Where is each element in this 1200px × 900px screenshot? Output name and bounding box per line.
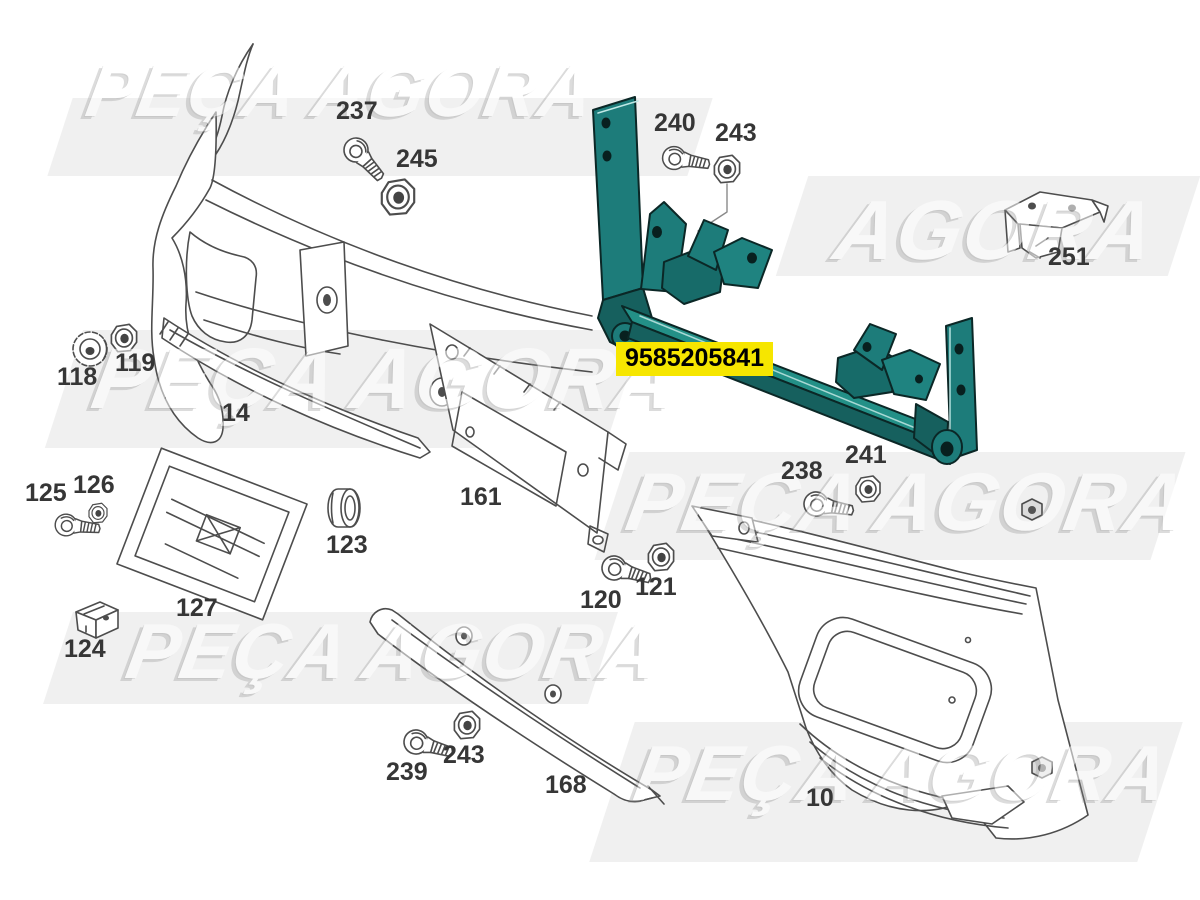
nut-245	[380, 178, 416, 216]
part-label-243-top: 243	[715, 119, 757, 147]
nut-126	[88, 502, 108, 524]
part-label-251: 251	[1048, 243, 1090, 271]
part-label-14: 14	[222, 399, 250, 427]
part-9585205841-highlighted-drawing	[592, 96, 978, 465]
part-label-245: 245	[396, 145, 438, 173]
nut-243-bottom	[453, 710, 481, 740]
part-label-240: 240	[654, 109, 696, 137]
nut-119	[110, 323, 138, 353]
part-label-119: 119	[115, 349, 156, 377]
part-label-125: 125	[25, 479, 67, 507]
part-127-drawing	[116, 447, 308, 621]
part-label-238: 238	[781, 457, 823, 485]
screw-237	[338, 132, 392, 188]
nut-241	[855, 475, 881, 503]
part-124-drawing	[75, 601, 119, 639]
part-label-126: 126	[73, 471, 115, 499]
part-10-drawing	[691, 498, 1089, 840]
nut-243-top	[713, 154, 741, 184]
part-label-123: 123	[326, 531, 368, 559]
part-label-124: 124	[64, 635, 106, 663]
part-label-241: 241	[845, 441, 887, 469]
part-label-118: 118	[57, 363, 98, 391]
screw-238	[801, 489, 857, 524]
screw-240	[660, 144, 713, 177]
part-label-127: 127	[176, 594, 218, 622]
part-label-237: 237	[336, 97, 378, 125]
part-label-168: 168	[545, 771, 587, 799]
part-label-120: 120	[580, 586, 622, 614]
part-168-drawing	[369, 607, 665, 805]
highlighted-part-number-tag: 9585205841	[616, 342, 774, 376]
part-161-drawing	[429, 323, 627, 553]
part-label-121: 121	[635, 573, 677, 601]
part-118-drawing	[72, 331, 108, 367]
part-251-drawing	[1004, 191, 1109, 259]
part-123-drawing	[327, 488, 361, 528]
part-label-243-bottom: 243	[443, 741, 485, 769]
nut-121	[647, 542, 675, 572]
part-label-161: 161	[460, 483, 502, 511]
part-label-10: 10	[806, 784, 834, 812]
part-label-239: 239	[386, 758, 428, 786]
